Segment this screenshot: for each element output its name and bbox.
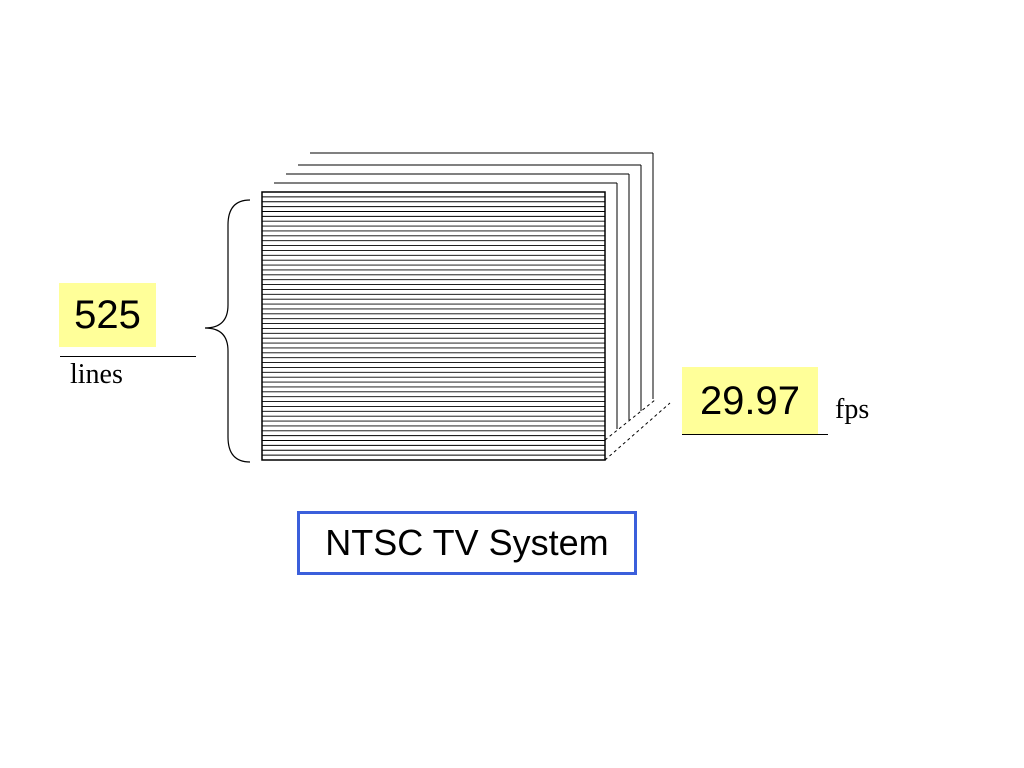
frame-rate-divider <box>682 434 828 435</box>
depth-dashed-edge <box>604 399 656 441</box>
depth-dashed-edges <box>604 399 671 461</box>
lines-value: 525 <box>59 283 156 347</box>
front-frame <box>261 191 606 461</box>
curly-brace <box>204 199 251 463</box>
frame-rate-unit-label: fps <box>835 394 870 425</box>
system-label: NTSC TV System <box>297 511 637 575</box>
frame-rate-value: 29.97 <box>682 367 818 435</box>
lines-divider <box>60 356 196 357</box>
back-frames <box>274 152 654 429</box>
depth-dashed-edge <box>604 402 671 461</box>
lines-unit-label: lines <box>70 359 123 390</box>
scan-lines <box>262 196 605 456</box>
